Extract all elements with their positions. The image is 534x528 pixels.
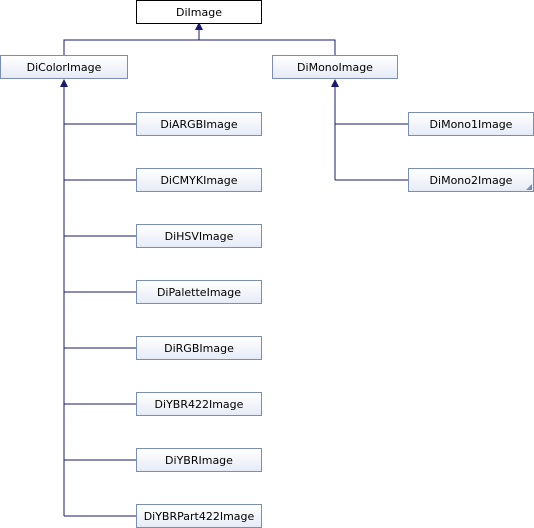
- node-label: DiYBR422Image: [154, 397, 244, 411]
- node-diybrimage[interactable]: DiYBRImage: [136, 448, 262, 472]
- node-diargbimage[interactable]: DiARGBImage: [136, 112, 262, 136]
- node-label: DiYBRPart422Image: [143, 509, 255, 523]
- node-dicolorimage[interactable]: DiColorImage: [0, 55, 128, 79]
- node-diybrpart422image[interactable]: DiYBRPart422Image: [136, 504, 262, 528]
- node-label: DiImage: [176, 5, 222, 19]
- node-diybr422image[interactable]: DiYBR422Image: [136, 392, 262, 416]
- edge-dicolorimage-to-diimage: [63, 39, 199, 55]
- node-diimage: DiImage: [136, 0, 262, 24]
- node-label: DiRGBImage: [164, 341, 234, 355]
- node-dirgbimage[interactable]: DiRGBImage: [136, 336, 262, 360]
- node-label: DiARGBImage: [160, 117, 238, 131]
- node-label: DiCMYKImage: [160, 173, 238, 187]
- node-dimono2image[interactable]: DiMono2Image: [408, 168, 534, 192]
- node-label: DiMono2Image: [429, 173, 513, 187]
- node-label: DiColorImage: [26, 60, 102, 74]
- node-label: DiHSVImage: [164, 229, 234, 243]
- edge-dimonoimage-to-diimage: [195, 22, 336, 55]
- more-subclasses-corner-icon: [526, 184, 532, 190]
- node-dimono1image[interactable]: DiMono1Image: [408, 112, 534, 136]
- node-dimonoimage[interactable]: DiMonoImage: [272, 55, 398, 79]
- node-dihsvimage[interactable]: DiHSVImage: [136, 224, 262, 248]
- node-label: DiPaletteImage: [156, 285, 242, 299]
- node-dipaletteimage[interactable]: DiPaletteImage: [136, 280, 262, 304]
- node-label: DiYBRImage: [165, 453, 233, 467]
- node-label: DiMonoImage: [297, 60, 373, 74]
- node-label: DiMono1Image: [429, 117, 513, 131]
- node-dicmykimage[interactable]: DiCMYKImage: [136, 168, 262, 192]
